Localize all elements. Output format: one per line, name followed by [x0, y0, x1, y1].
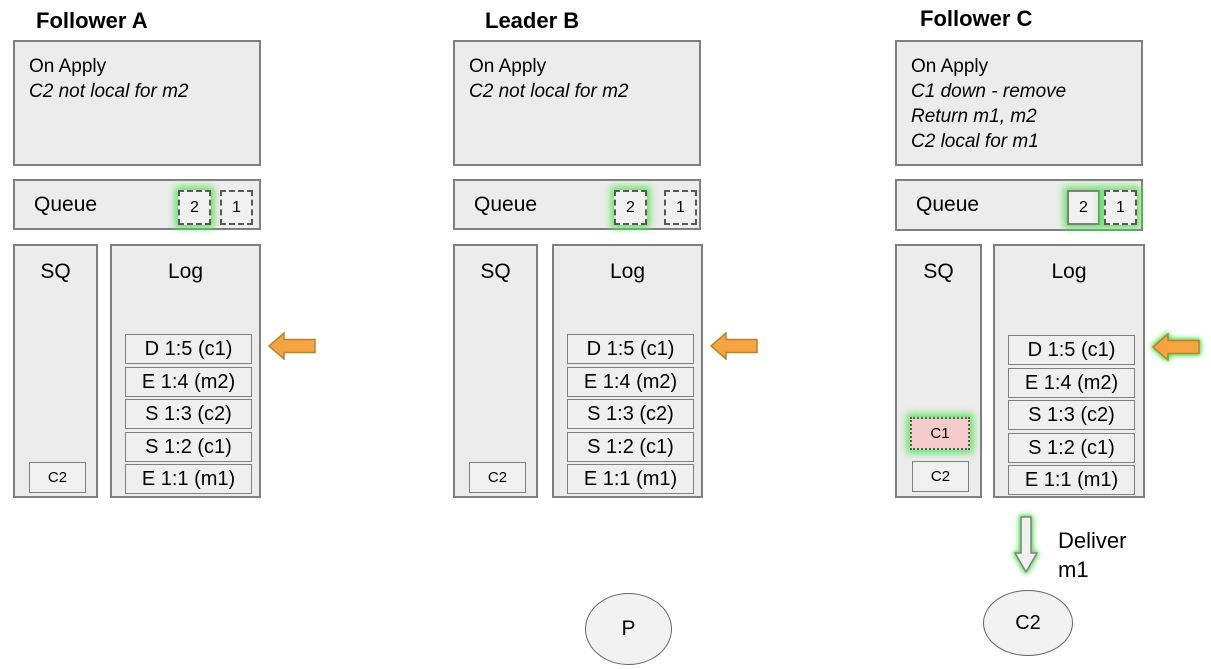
log-entry-2: E 1:4 (m2) — [567, 367, 694, 397]
sq-item-c2: C2 — [912, 461, 969, 492]
consumer-ellipse-c2: C2 — [983, 590, 1073, 656]
log-entry-1: D 1:5 (c1) — [1008, 335, 1135, 365]
log-entry-3: S 1:3 (c2) — [125, 399, 252, 429]
queue-box-a: Queue 2 1 — [13, 179, 261, 230]
on-apply-note: C2 not local for m2 — [469, 81, 629, 102]
sq-item-c2: C2 — [469, 462, 526, 493]
on-apply-note: C2 not local for m2 — [29, 81, 189, 102]
log-entry-2: E 1:4 (m2) — [125, 367, 252, 397]
orange-arrow-icon — [1152, 333, 1200, 361]
log-entry-3: S 1:3 (c2) — [567, 399, 694, 429]
down-arrow-icon — [1014, 516, 1038, 573]
log-entry-4: S 1:2 (c1) — [125, 432, 252, 462]
orange-arrow-icon — [710, 332, 758, 360]
on-apply-heading: On Apply — [29, 56, 107, 77]
node-title-follower-a: Follower A — [36, 8, 148, 33]
log-label: Log — [609, 260, 646, 283]
queue-label: Queue — [34, 192, 98, 216]
orange-arrow-icon — [268, 332, 316, 360]
queue-slot-1: 1 — [664, 190, 697, 225]
on-apply-note: Return m1, m2 — [911, 106, 1037, 127]
deliver-label-line2: m1 — [1058, 557, 1089, 582]
sq-label: SQ — [480, 260, 511, 283]
sq-item-c1: C1 — [910, 417, 970, 450]
on-apply-note: C1 down - remove — [911, 81, 1067, 102]
log-entry-4: S 1:2 (c1) — [567, 432, 694, 462]
deliver-label-line1: Deliver — [1058, 528, 1127, 553]
node-title-leader-b: Leader B — [485, 8, 580, 33]
on-apply-box-c: On Apply C1 down - remove Return m1, m2 … — [895, 40, 1143, 166]
log-label: Log — [1051, 260, 1087, 283]
log-entry-5: E 1:1 (m1) — [125, 464, 252, 494]
node-title-follower-c: Follower C — [920, 6, 1033, 31]
sq-label: SQ — [40, 260, 71, 283]
queue-box-b: Queue 2 1 — [453, 179, 701, 230]
on-apply-note: C2 local for m1 — [911, 131, 1039, 152]
sq-label: SQ — [923, 260, 954, 283]
queue-slot-2: 2 — [1067, 190, 1100, 225]
log-entry-2: E 1:4 (m2) — [1008, 368, 1135, 398]
on-apply-heading: On Apply — [469, 56, 547, 77]
queue-slot-2: 2 — [614, 190, 647, 225]
log-box-c: Log D 1:5 (c1) E 1:4 (m2) S 1:3 (c2) S 1… — [993, 244, 1145, 498]
queue-slot-2: 2 — [178, 190, 211, 225]
on-apply-box-a: On Apply C2 not local for m2 — [13, 40, 261, 166]
log-box-a: Log D 1:5 (c1) E 1:4 (m2) S 1:3 (c2) S 1… — [110, 244, 261, 498]
log-entry-5: E 1:1 (m1) — [1008, 465, 1135, 495]
log-entry-1: D 1:5 (c1) — [567, 334, 694, 364]
log-entry-1: D 1:5 (c1) — [125, 334, 252, 364]
process-ellipse-p: P — [585, 593, 672, 665]
queue-slot-1: 1 — [220, 190, 253, 225]
deliver-label: Deliver m1 — [1058, 526, 1126, 584]
sq-item-c2: C2 — [29, 462, 86, 493]
queue-box-c: Queue 2 1 — [895, 179, 1143, 231]
queue-slot-1: 1 — [1104, 190, 1137, 225]
log-label: Log — [167, 260, 204, 283]
sq-box-c: SQ C1 C2 — [895, 244, 982, 498]
log-entry-4: S 1:2 (c1) — [1008, 433, 1135, 463]
log-entry-5: E 1:1 (m1) — [567, 464, 694, 494]
sq-box-a: SQ C2 — [13, 244, 98, 498]
log-entry-3: S 1:3 (c2) — [1008, 400, 1135, 430]
sq-box-b: SQ C2 — [453, 244, 538, 498]
log-box-b: Log D 1:5 (c1) E 1:4 (m2) S 1:3 (c2) S 1… — [552, 244, 703, 498]
on-apply-heading: On Apply — [911, 56, 989, 77]
on-apply-box-b: On Apply C2 not local for m2 — [453, 40, 701, 166]
queue-label: Queue — [916, 193, 980, 216]
queue-label: Queue — [474, 192, 538, 216]
